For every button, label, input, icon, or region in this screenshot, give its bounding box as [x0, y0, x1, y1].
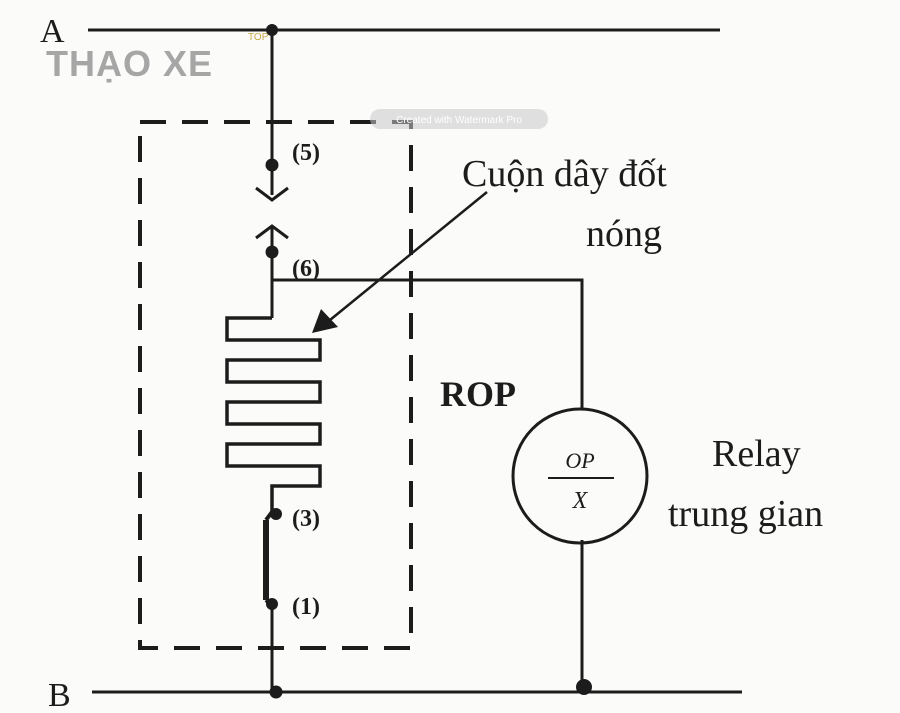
- relay-symbol-bottom: X: [572, 488, 589, 514]
- relay-branch-wire: [272, 278, 584, 408]
- terminal-6-dot: [265, 245, 279, 259]
- relay-label-line1: Relay: [712, 433, 801, 475]
- rop-enclosure: [138, 120, 413, 650]
- junction-b-left: [269, 685, 283, 699]
- junction-a: [266, 24, 278, 36]
- heater-label-line1: Cuộn dây đốt: [462, 153, 667, 195]
- heater-arrow: [312, 191, 488, 333]
- relay-symbol-top: OP: [565, 448, 594, 473]
- terminal-1-label: (1): [292, 594, 320, 620]
- line-a-label: A: [40, 13, 65, 50]
- watermark-band-text: Created with Watermark Pro: [396, 115, 522, 126]
- bimetal-element: [263, 510, 274, 608]
- heater-label-line2: nóng: [586, 213, 662, 255]
- terminal-1-dot: [266, 598, 278, 610]
- watermark-brand: THẠO XE: [46, 43, 213, 84]
- rop-label: ROP: [440, 374, 516, 414]
- line-b-label: B: [48, 677, 71, 713]
- terminal-3-label: (3): [292, 506, 320, 532]
- watermark-top-small: TOP: [248, 32, 269, 43]
- terminal-5-dot: [265, 158, 279, 172]
- junction-b-right: [576, 679, 592, 695]
- contact-5-6: [255, 175, 289, 245]
- heater-coil: [225, 316, 322, 512]
- terminal-6-label: (6): [292, 256, 320, 282]
- watermark-band: [370, 109, 548, 129]
- relay-label-line2: trung gian: [668, 493, 823, 535]
- terminal-3-dot: [270, 508, 282, 520]
- terminal-5-label: (5): [292, 140, 320, 166]
- relay-coil-circle: [511, 407, 649, 545]
